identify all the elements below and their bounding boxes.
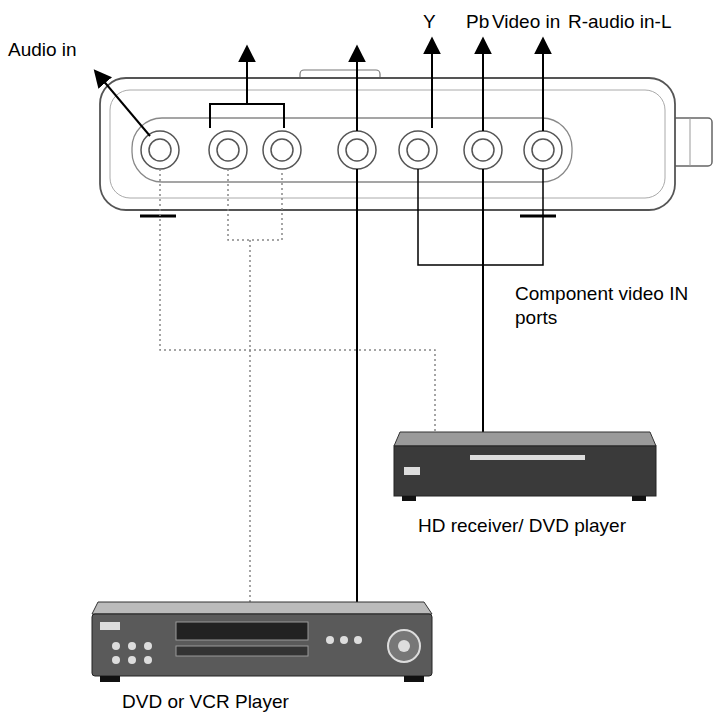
port-label: R-audio in-L bbox=[568, 10, 672, 34]
converter-housing bbox=[100, 70, 712, 216]
signal-label: Y bbox=[423, 10, 436, 34]
component-bracket bbox=[418, 169, 543, 265]
port-jacks bbox=[141, 131, 562, 169]
device-name: DVD or VCR Player bbox=[122, 690, 293, 714]
signal-label: Pb bbox=[466, 10, 489, 34]
port-label: Video in bbox=[492, 10, 560, 34]
port-arrows bbox=[96, 40, 543, 136]
dotted-cables bbox=[160, 169, 435, 655]
solid-cables bbox=[357, 169, 483, 662]
dvd-vcr-drawing bbox=[92, 602, 432, 682]
device-caption: DVD or VCR Player bbox=[122, 690, 293, 716]
port-label: Audio in bbox=[8, 38, 77, 62]
group-label: Component video IN ports bbox=[515, 282, 705, 330]
device-caption: HD receiver/ DVD player bbox=[418, 514, 630, 540]
hd-receiver-drawing bbox=[394, 432, 656, 501]
device-name: HD receiver/ DVD player bbox=[418, 514, 630, 538]
